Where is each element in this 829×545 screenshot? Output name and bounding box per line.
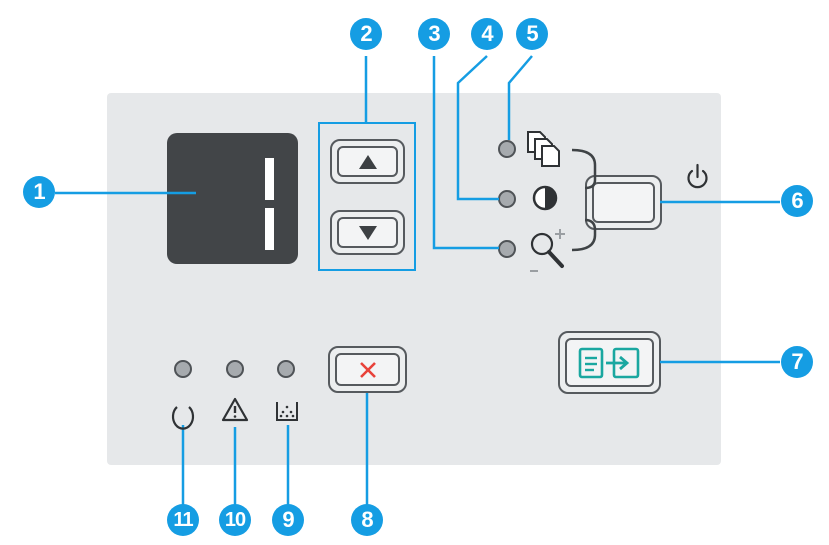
up-arrow-icon — [358, 154, 377, 169]
callout-5: 5 — [516, 18, 548, 50]
copies-led — [498, 140, 516, 158]
contrast-icon — [532, 185, 558, 211]
toner-icon — [276, 402, 298, 421]
attention-icon — [221, 397, 249, 422]
leader-line-3 — [432, 56, 499, 250]
ready-icon — [171, 406, 195, 430]
start-copy-icon — [578, 347, 639, 378]
bracket-bottom — [571, 218, 597, 252]
callout-9: 9 — [272, 504, 304, 536]
callout-4: 4 — [471, 18, 503, 50]
down-arrow-button[interactable] — [330, 210, 405, 255]
up-arrow-button[interactable] — [330, 139, 405, 184]
ready-led — [174, 360, 192, 378]
bracket-top — [571, 148, 597, 190]
lcd-digit-segment-top — [265, 158, 274, 200]
down-arrow-icon — [358, 225, 377, 240]
setup-button[interactable] — [585, 175, 662, 230]
callout-8: 8 — [351, 504, 383, 536]
toner-led — [277, 360, 295, 378]
cancel-x-icon — [359, 361, 376, 378]
zoom-icon — [530, 229, 565, 272]
cancel-button[interactable] — [328, 346, 407, 393]
attention-led — [226, 360, 244, 378]
lcd-digit-segment-bottom — [265, 208, 274, 250]
callout-6: 6 — [781, 185, 813, 217]
power-icon — [687, 163, 708, 189]
callout-2: 2 — [350, 18, 382, 50]
callout-10: 10 — [219, 504, 251, 536]
leader-line-5 — [507, 55, 533, 140]
callout-1: 1 — [23, 176, 55, 208]
callout-7: 7 — [781, 346, 813, 378]
copies-icon — [527, 131, 560, 167]
start-copy-button[interactable] — [558, 331, 661, 394]
callout-3: 3 — [418, 18, 450, 50]
leader-line-4 — [456, 55, 499, 201]
arrow-buttons-group — [318, 122, 416, 271]
callout-11: 11 — [167, 504, 199, 536]
lcd-display — [167, 133, 298, 264]
